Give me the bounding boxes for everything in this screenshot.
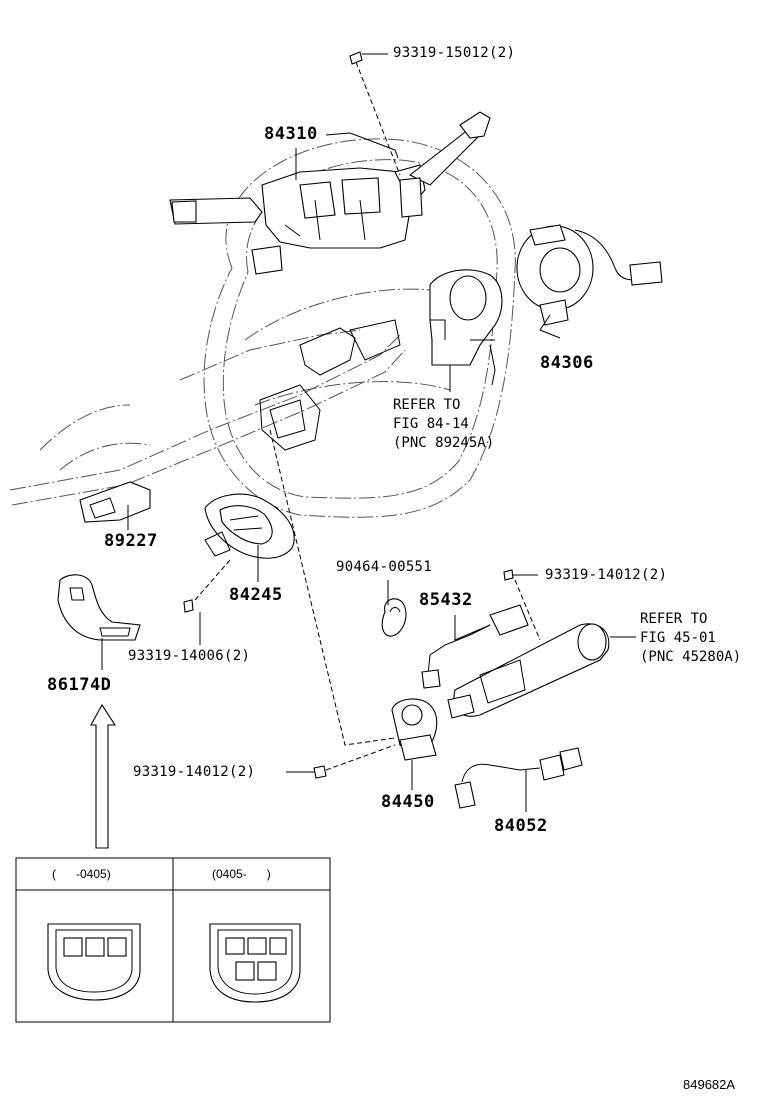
- refer-note-fig-84-14: REFER TO FIG 84-14 (PNC 89245A): [393, 397, 495, 451]
- part-label-84306: 84306: [540, 353, 594, 373]
- illustration-code: 849682A: [683, 1077, 736, 1092]
- combination-switch-84310: [169, 111, 491, 275]
- screws: [183, 51, 514, 779]
- screw-label-93319-14006: 93319-14006(2): [128, 648, 251, 664]
- part-label-85432: 85432: [419, 590, 473, 610]
- variant-header-from-0405: (0405- ): [212, 867, 271, 881]
- spiral-sub-assembly: [429, 269, 503, 386]
- screw-label-93319-14012-upper: 93319-14012(2): [545, 567, 668, 583]
- part-label-84052: 84052: [494, 816, 548, 836]
- column-assembly-85432: [421, 604, 610, 719]
- screw-label-93319-14012-lower: 93319-14012(2): [133, 764, 256, 780]
- sensor-89227: [79, 481, 151, 523]
- leader-lines: [101, 53, 636, 812]
- steering-column-outline: [9, 319, 406, 506]
- bezel-86174d: [57, 574, 141, 641]
- part-label-90464-00551: 90464-00551: [336, 559, 433, 575]
- part-label-89227: 89227: [104, 531, 158, 551]
- sensor-84052: [454, 747, 583, 809]
- screw-label-93319-15012: 93319-15012(2): [393, 45, 516, 61]
- part-label-84310: 84310: [264, 124, 318, 144]
- part-label-84450: 84450: [381, 792, 435, 812]
- steering-pad-switch-84245: [204, 493, 295, 559]
- ignition-switch-84450: [391, 698, 438, 761]
- variant-table: [15, 857, 331, 1023]
- up-arrow: [90, 703, 117, 849]
- part-label-84245: 84245: [229, 585, 283, 605]
- steering-wheel-outline: [203, 138, 516, 518]
- spiral-cable-84306: [516, 224, 663, 326]
- refer-note-fig-45-01: REFER TO FIG 45-01 (PNC 45280A): [640, 611, 742, 665]
- clip-90464: [381, 598, 407, 637]
- part-label-86174d: 86174D: [47, 675, 112, 695]
- variant-header-until-0405: ( -0405): [52, 867, 111, 881]
